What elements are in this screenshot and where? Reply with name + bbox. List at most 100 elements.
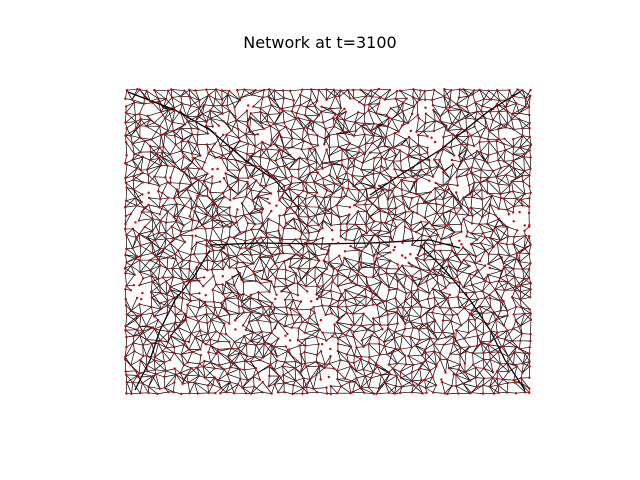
network-edge — [402, 106, 415, 112]
network-edge — [337, 335, 346, 339]
network-edge — [222, 281, 227, 295]
network-edge — [475, 377, 485, 379]
network-edge — [416, 102, 419, 116]
network-edge — [513, 328, 523, 334]
network-edge — [197, 367, 206, 378]
network-edge — [345, 146, 359, 151]
network-edge — [354, 313, 364, 326]
network-edge — [387, 208, 396, 216]
network-edge — [231, 341, 235, 349]
network-edge — [167, 331, 170, 343]
network-edge — [337, 350, 349, 362]
network-edge — [164, 117, 173, 123]
network-edge — [313, 121, 326, 130]
network-edge — [274, 375, 280, 385]
network-edge — [418, 298, 428, 302]
network-edge — [370, 242, 378, 254]
network-edge — [165, 347, 175, 354]
network-edge — [134, 153, 144, 158]
network-edge — [443, 134, 454, 138]
network-edge — [389, 148, 397, 156]
network-edge — [353, 325, 362, 333]
network-edge — [270, 352, 272, 365]
network-edge — [207, 330, 217, 334]
network-edge — [494, 289, 504, 302]
network-edge — [411, 296, 422, 308]
network-edge — [187, 121, 192, 129]
network-edge — [217, 206, 230, 208]
network-edge — [494, 226, 509, 237]
network-edge — [232, 291, 240, 295]
network-edge — [451, 123, 462, 130]
network-edge — [521, 306, 530, 310]
network-edge — [495, 319, 498, 333]
network-edge — [157, 98, 164, 109]
network-edge — [274, 97, 284, 101]
network-edge — [345, 297, 355, 301]
network-edge — [295, 246, 304, 255]
network-edge — [507, 282, 516, 288]
network-edge — [146, 237, 155, 241]
network-edge — [457, 265, 470, 272]
network-edge — [434, 351, 437, 366]
network-edge — [394, 323, 399, 333]
network-edge — [202, 333, 209, 342]
network-edge — [415, 227, 425, 233]
network-edge — [522, 90, 531, 97]
network-edge — [257, 366, 270, 374]
network-edge — [454, 128, 463, 137]
network-edge — [365, 298, 372, 307]
network-edge — [211, 260, 223, 270]
network-edge — [269, 263, 276, 271]
network-edge — [291, 314, 295, 324]
network-edge — [345, 328, 351, 336]
network-edge — [211, 206, 219, 218]
network-edge — [390, 108, 398, 115]
network-edge — [494, 282, 509, 290]
network-edge — [380, 230, 391, 233]
network-edge — [475, 377, 477, 388]
network-edge — [411, 276, 422, 280]
network-edge — [519, 346, 530, 350]
network-edge — [368, 377, 372, 388]
network-edge — [275, 277, 286, 280]
network-edge — [249, 156, 261, 158]
network-edge — [418, 145, 421, 155]
network-edge — [448, 265, 458, 277]
network-edge — [389, 226, 397, 233]
network-edge — [177, 241, 186, 251]
network-edge — [476, 150, 486, 162]
network-edge — [397, 113, 405, 123]
network-edge — [289, 258, 292, 267]
network-edge — [426, 275, 438, 282]
network-edge — [173, 124, 185, 132]
network-edge — [250, 117, 265, 130]
network-edge — [140, 359, 147, 366]
network-edge — [443, 307, 451, 315]
network-edge — [446, 359, 450, 369]
network-edge — [270, 352, 277, 361]
network-edge — [219, 323, 225, 334]
network-edge — [425, 351, 435, 361]
network-edge — [125, 175, 134, 179]
network-edge — [513, 135, 523, 148]
network-edge — [310, 172, 318, 174]
network-edge — [408, 307, 412, 316]
network-edge — [344, 257, 359, 272]
network-edge — [136, 205, 145, 208]
network-edge — [353, 296, 367, 299]
network-edge — [459, 364, 466, 373]
network-edge — [237, 187, 248, 195]
network-edge — [512, 243, 518, 254]
network-edge — [246, 355, 255, 358]
network-edge — [479, 89, 485, 100]
network-edge — [208, 153, 216, 158]
network-edge — [360, 377, 372, 389]
network-edge — [443, 195, 454, 206]
network-edge — [347, 268, 352, 279]
network-edge — [124, 197, 136, 208]
network-edge — [432, 104, 447, 109]
network-edge — [193, 157, 203, 170]
network-edge — [210, 345, 217, 354]
network-edge — [236, 119, 248, 127]
